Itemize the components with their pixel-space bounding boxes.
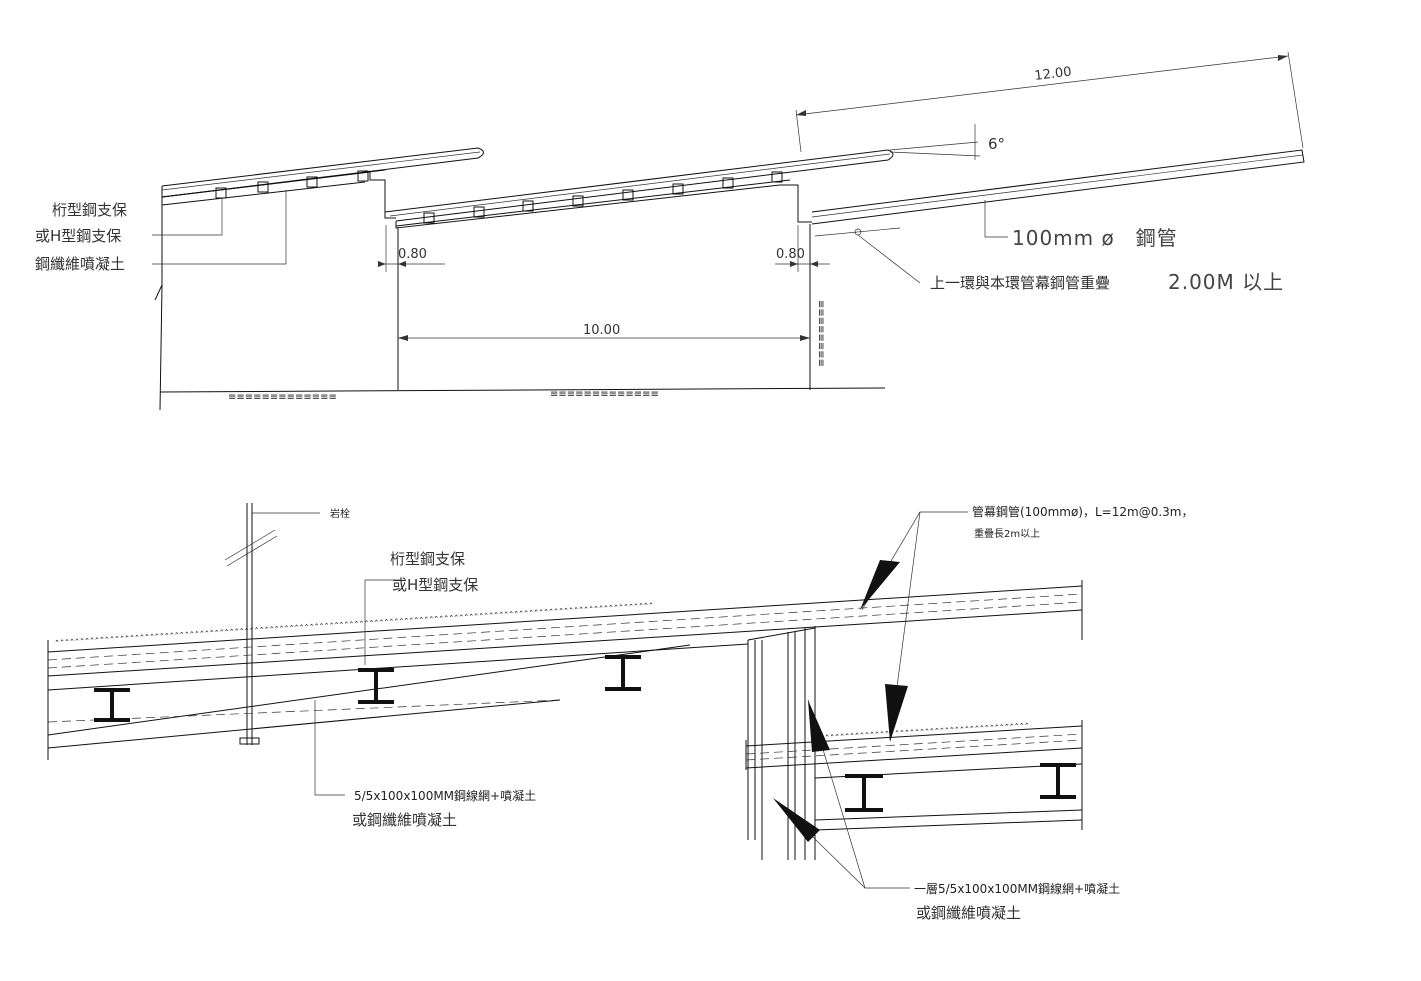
support-label-1: 桁型鋼支保 — [52, 201, 127, 219]
steel-set-marker — [522, 200, 534, 212]
dimension-0.80-left: 0.80 — [378, 225, 445, 272]
gap-left-label: 0.80 — [398, 247, 427, 262]
overlap-label: 上一環與本環管幕鋼管重疊 — [930, 274, 1110, 292]
steel-set-marker — [306, 176, 318, 188]
steel-set-marker — [771, 171, 783, 183]
pipe-hatch: ˆˆˆˆˆˆˆˆˆˆˆˆˆˆˆˆˆˆˆˆˆˆˆˆˆˆˆˆˆˆˆˆˆˆˆˆˆˆˆˆ… — [819, 722, 1029, 746]
dim-12-label: 12.00 — [1034, 65, 1073, 84]
arrow-head — [773, 798, 820, 842]
steel-set-marker — [257, 181, 269, 193]
ground-hatch: ≡≡≡≡≡≡≡≡≡≡≡≡≡ — [550, 389, 659, 400]
support-label-2-bottom: 或H型鋼支保 — [392, 576, 478, 594]
layer-label-1: 一層5/5x100x100MM鋼線網+噴凝土 — [914, 881, 1120, 896]
top-right-labels: 100mm ø 鋼管 上一環與本環管幕鋼管重疊 2.00M 以上 — [814, 200, 1284, 294]
dimension-0.80-right: 0.80 — [775, 225, 830, 272]
steel-set-marker — [215, 187, 227, 199]
wall-hatch: ≡≡≡≡≡≡≡≡ — [815, 300, 826, 367]
steel-set-marker — [473, 206, 485, 218]
span-label: 10.00 — [583, 323, 620, 338]
pipe-overlap-label: 重疊長2m以上 — [974, 527, 1040, 540]
h-beam-5 — [1040, 763, 1076, 799]
layer-label-2: 或鋼纖維噴凝土 — [916, 904, 1021, 922]
arrow-head — [860, 560, 900, 610]
mesh-label-1: 5/5x100x100MM鋼線網+噴凝土 — [354, 788, 536, 803]
arrow-head — [808, 700, 830, 752]
shotcrete-label: 鋼纖維噴凝土 — [35, 255, 125, 273]
steel-set-marker — [423, 212, 435, 224]
h-beam-3 — [605, 655, 641, 691]
pipe-spec-label: 管幕鋼管(100mmø)，L=12m@0.3m， — [972, 504, 1193, 519]
steel-set-marker — [622, 189, 634, 201]
overlap-length-label: 2.00M 以上 — [1168, 270, 1284, 294]
pipe-canopy-1 — [161, 147, 484, 219]
rock-bolt-label: 岩栓 — [330, 507, 350, 520]
support-label-2: 或H型鋼支保 — [35, 227, 121, 245]
gap-right-label: 0.80 — [776, 247, 805, 262]
dimension-10: 10.00 — [398, 323, 810, 341]
pipe-canopy-3 — [811, 149, 1305, 225]
ground-hatch: ≡≡≡≡≡≡≡≡≡≡≡≡≡ — [228, 392, 337, 403]
steel-set-marker — [572, 195, 584, 207]
bottom-section: 岩栓 ˆˆˆˆˆˆˆˆˆˆˆˆˆˆˆˆˆˆˆˆˆˆˆˆˆˆˆˆˆˆˆˆˆˆˆˆˆ… — [47, 503, 1193, 922]
mesh-label-2: 或鋼纖維噴凝土 — [352, 811, 457, 829]
angle-annotation: 6° — [889, 124, 1005, 160]
pipe-canopy-2 — [384, 149, 894, 229]
steel-set-marker — [357, 170, 369, 182]
h-beam-4 — [845, 774, 883, 812]
next-canopy: ˆˆˆˆˆˆˆˆˆˆˆˆˆˆˆˆˆˆˆˆˆˆˆˆˆˆˆˆˆˆˆˆˆˆˆˆˆˆˆˆ… — [745, 720, 1083, 831]
h-beam-1 — [94, 688, 130, 722]
left-wall: ≡≡≡≡≡≡≡≡≡≡≡≡≡ ≡≡≡≡≡≡≡≡≡≡≡≡≡ — [154, 186, 886, 411]
rock-bolt: 岩栓 — [224, 503, 350, 745]
angle-label: 6° — [988, 135, 1005, 153]
arrow-head — [885, 684, 908, 742]
steel-set-marker — [672, 183, 684, 195]
top-left-labels: 桁型鋼支保 或H型鋼支保 鋼纖維噴凝土 — [35, 190, 287, 273]
support-label-1-bottom: 桁型鋼支保 — [390, 550, 465, 568]
h-beam-2 — [358, 668, 394, 704]
top-section: 12.00 6° ≡≡≡≡≡≡≡≡≡≡≡≡≡ ≡≡≡≡≡≡≡≡≡≡≡≡≡ ≡≡≡… — [35, 51, 1305, 411]
steel-set-marker — [722, 177, 734, 189]
pipe-label: 100mm ø 鋼管 — [1012, 226, 1178, 250]
dimension-12: 12.00 — [795, 51, 1304, 153]
